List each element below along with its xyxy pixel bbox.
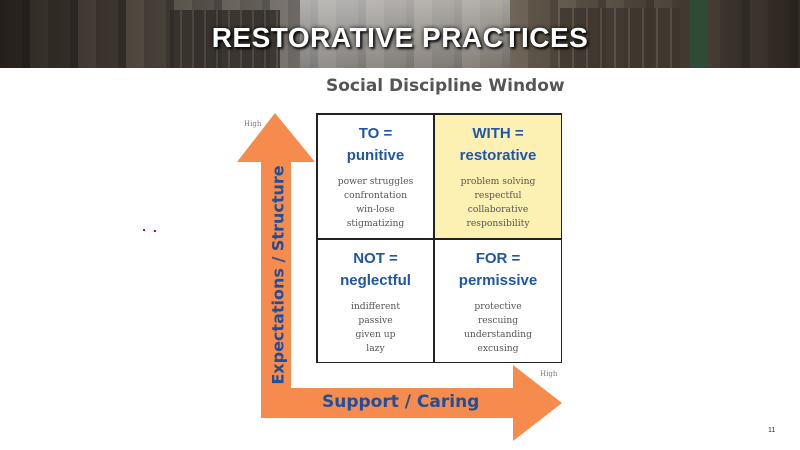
quadrant-heading-1: WITH = (472, 125, 524, 142)
hallway-photo-lockers-right (560, 8, 680, 68)
hallway-photo-lockers-left (170, 10, 280, 68)
hallway-photo-door (690, 0, 708, 68)
y-axis-high-marker: High (244, 120, 262, 128)
descriptor: respectful (474, 190, 522, 201)
page-number: 11 (768, 427, 776, 434)
diagram-title: Social Discipline Window (326, 76, 565, 96)
descriptor: protective (474, 301, 522, 312)
descriptor: win-lose (356, 204, 395, 215)
hallway-photo-light (300, 0, 510, 68)
slide-title: RESTORATIVE PRACTICES (211, 22, 589, 53)
quadrant-heading-2: punitive (346, 147, 405, 164)
descriptor: responsibility (466, 218, 530, 229)
x-axis-high-marker: High (540, 370, 558, 378)
descriptor: given up (355, 329, 396, 340)
descriptor: understanding (464, 329, 532, 340)
quadrant-to-punitive: TO = punitive power struggles confrontat… (317, 114, 434, 239)
header-banner: RESTORATIVE PRACTICES (0, 0, 800, 68)
descriptor: power struggles (337, 176, 414, 187)
x-axis-label: Support / Caring (322, 392, 480, 412)
descriptor: passive (358, 315, 393, 326)
social-discipline-grid: TO = punitive power struggles confrontat… (316, 113, 562, 363)
descriptor: collaborative (467, 204, 529, 215)
quadrant-heading-1: NOT = (353, 250, 398, 267)
stray-red-mark (143, 229, 157, 232)
quadrant-for-permissive: FOR = permissive protective rescuing und… (434, 239, 562, 363)
descriptor: lazy (366, 343, 385, 354)
quadrant-heading-1: FOR = (475, 250, 521, 267)
descriptor: problem solving (460, 176, 536, 187)
descriptor: indifferent (350, 301, 401, 312)
quadrant-descriptors: problem solving respectful collaborative… (435, 175, 561, 231)
y-axis-label: Expectations / Structure (268, 165, 288, 385)
descriptor: confrontation (343, 190, 408, 201)
x-axis-arrow (261, 365, 562, 441)
quadrant-descriptors: power struggles confrontation win-lose s… (318, 175, 433, 231)
descriptor: excusing (477, 343, 519, 354)
descriptor: stigmatizing (346, 218, 405, 229)
quadrant-heading-2: restorative (459, 147, 537, 164)
quadrant-heading-2: permissive (458, 272, 538, 289)
quadrant-heading-2: neglectful (340, 272, 411, 289)
quadrant-with-restorative: WITH = restorative problem solving respe… (434, 114, 562, 239)
quadrant-descriptors: protective rescuing understanding excusi… (435, 300, 561, 356)
descriptor: rescuing (477, 315, 519, 326)
y-axis-arrow (237, 113, 315, 418)
quadrant-not-neglectful: NOT = neglectful indifferent passive giv… (317, 239, 434, 363)
quadrant-descriptors: indifferent passive given up lazy (318, 300, 433, 356)
quadrant-heading-1: TO = (358, 125, 393, 142)
